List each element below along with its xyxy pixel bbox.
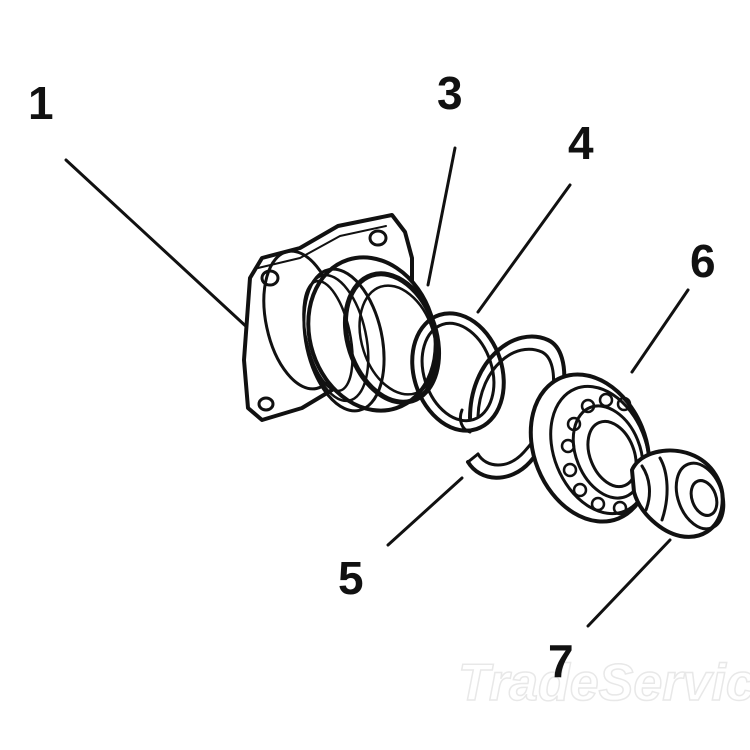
leader-line-3: [426, 146, 457, 287]
part-4-o-ring: [410, 311, 506, 433]
part-5-snap-ring: [458, 334, 567, 480]
callout-3: 3: [437, 67, 463, 119]
part-6-ball-bearing: [528, 372, 652, 524]
leader-line-7: [586, 538, 672, 628]
callout-7: 7: [548, 635, 574, 687]
callout-6: 6: [690, 235, 716, 287]
part-3-threaded-boss: [302, 255, 442, 413]
svg-text:TradeService: TradeService: [458, 654, 750, 712]
leader-line-5: [386, 476, 464, 547]
callout-5: 5: [338, 552, 364, 604]
leader-line-6: [630, 288, 690, 374]
tradeservice-watermark: TradeService: [457, 653, 750, 713]
leader-lines: [64, 146, 690, 628]
callout-1: 1: [28, 77, 54, 129]
leader-line-1: [64, 158, 252, 332]
part-7-shaft: [630, 448, 726, 539]
leader-line-4: [476, 183, 572, 314]
callout-4: 4: [568, 117, 594, 169]
